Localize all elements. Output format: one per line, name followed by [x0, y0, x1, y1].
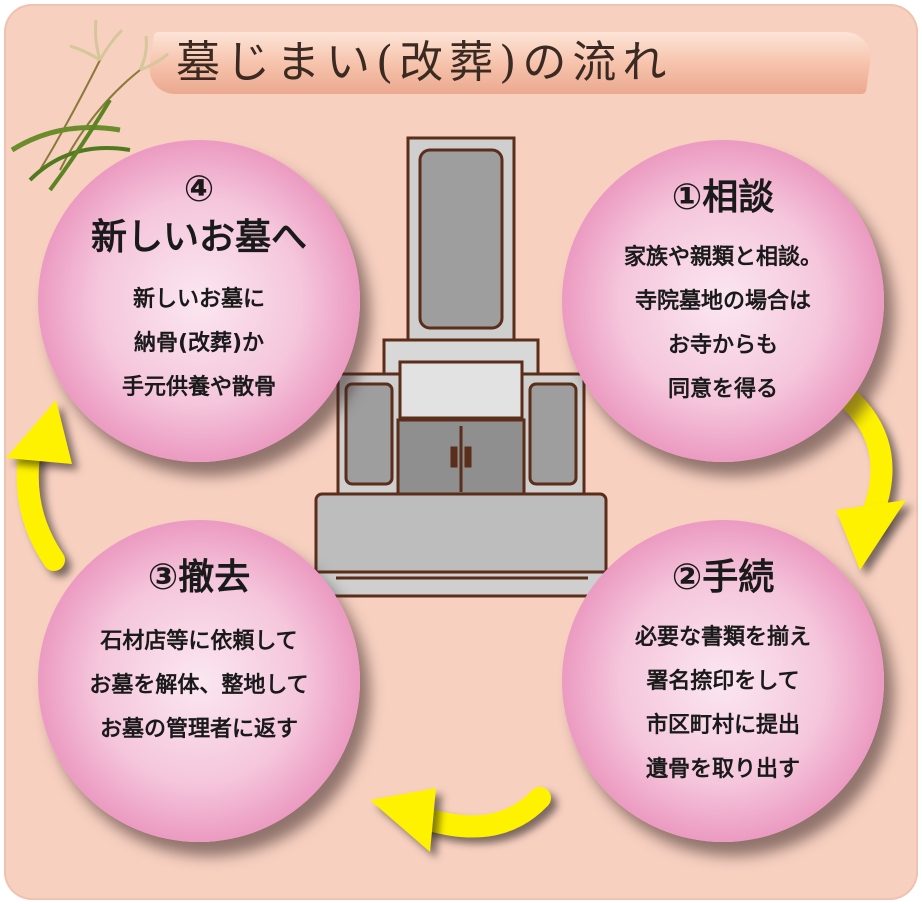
step-1-text: 家族や親類と相談。 寺院墓地の場合は お寺からも 同意を得る — [562, 236, 884, 412]
step-3-text: 石材店等に依頼して お墓を解体、整地して お墓の管理者に返す — [38, 620, 360, 752]
step-3-line: 石材店等に依頼して — [100, 629, 298, 654]
step-2-text: 必要な書類を揃え 署名捺印をして 市区町村に提出 遺骨を取り出す — [562, 616, 884, 792]
step-3-line: お墓の管理者に返す — [99, 717, 298, 742]
tombstone-icon — [300, 136, 622, 598]
pampas-grass-icon — [10, 19, 169, 192]
page-title: 墓じまい(改葬)の流れ — [176, 37, 673, 88]
step-1-line: 家族や親類と相談。 — [623, 245, 822, 270]
step-4-line: 手元供養や散骨 — [121, 375, 276, 400]
cycle-arrow-icon — [6, 391, 906, 852]
step-4-line: 納骨(改葬)か — [133, 331, 265, 356]
step-1-heading: ①相談 — [671, 177, 775, 218]
step-1-line: 同意を得る — [667, 377, 778, 402]
step-2-line: 遺骨を取り出す — [645, 757, 800, 782]
step-4-text: 新しいお墓に 納骨(改葬)か 手元供養や散骨 — [38, 278, 360, 410]
step-4-circle: ④ 新しいお墓へ 新しいお墓に 納骨(改葬)か 手元供養や散骨 — [38, 140, 360, 462]
step-2-line: 市区町村に提出 — [645, 713, 800, 738]
step-1-line: 寺院墓地の場合は — [634, 289, 811, 314]
step-4-heading: 新しいお墓へ — [90, 217, 307, 258]
step-1-line: お寺からも — [667, 333, 778, 358]
step-2-heading: ②手続 — [671, 557, 775, 598]
step-1-circle: ①相談 家族や親類と相談。 寺院墓地の場合は お寺からも 同意を得る — [562, 140, 884, 462]
step-4-number: ④ — [183, 169, 215, 210]
step-2-line: 必要な書類を揃え — [634, 625, 811, 650]
step-3-circle: ③撤去 石材店等に依頼して お墓を解体、整地して お墓の管理者に返す — [38, 520, 360, 842]
step-3-line: お墓を解体、整地して — [89, 673, 309, 698]
step-3-heading: ③撤去 — [147, 557, 251, 598]
step-2-line: 署名捺印をして — [646, 669, 800, 694]
step-2-circle: ②手続 必要な書類を揃え 署名捺印をして 市区町村に提出 遺骨を取り出す — [562, 520, 884, 842]
step-4-line: 新しいお墓に — [132, 287, 265, 312]
